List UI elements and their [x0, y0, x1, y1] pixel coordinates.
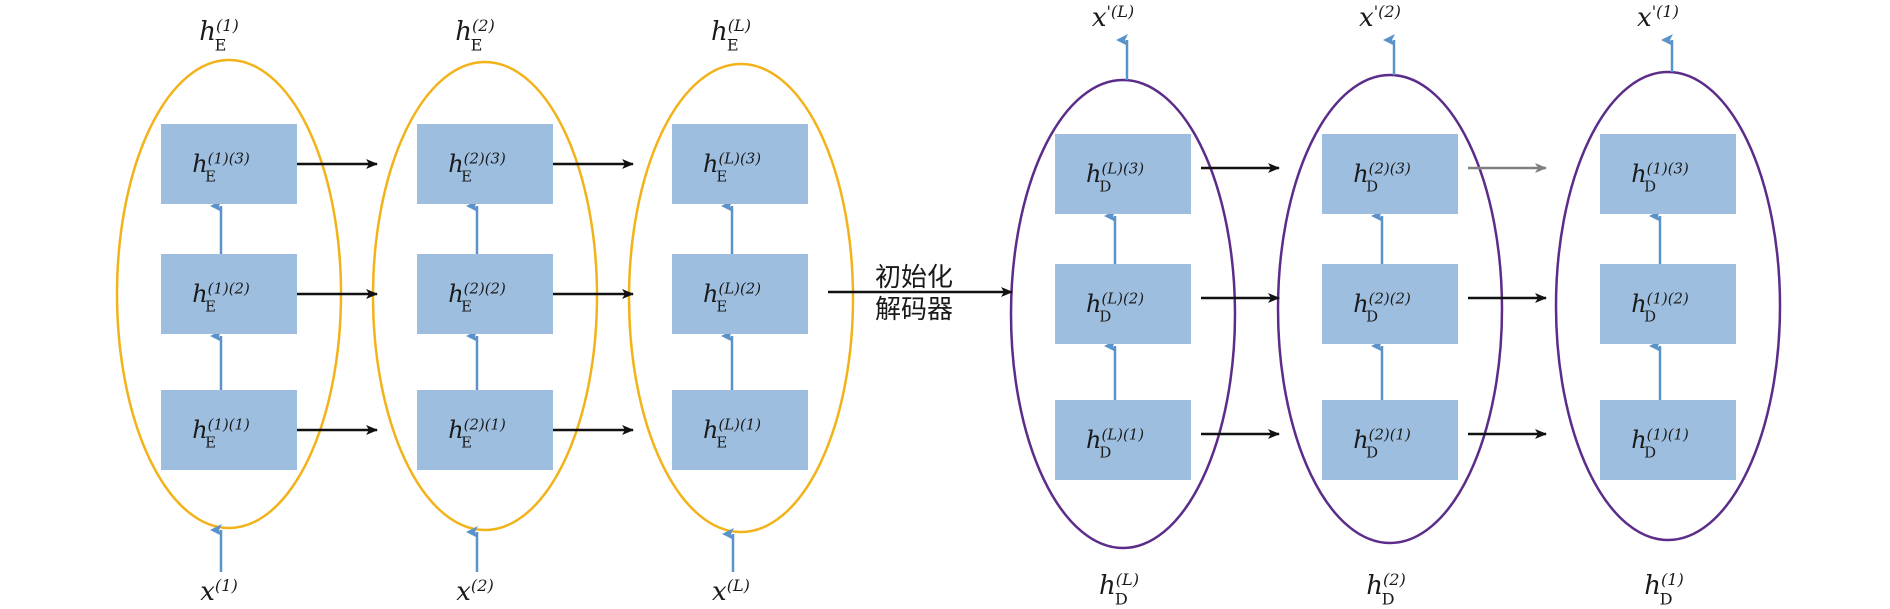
decoder-box-label-2-3: h(2)(3)D	[1353, 160, 1411, 196]
encoder-box-label-2-2: h(2)(2)E	[448, 280, 506, 316]
decoder-ellipse-2	[1276, 73, 1504, 545]
encoder-box-1-3	[161, 124, 297, 204]
decoder-bottom-label-3: h(1)D	[1644, 570, 1684, 609]
encoder-box-3-2	[672, 254, 808, 334]
encoder-box-2-3	[417, 124, 553, 204]
ellipses-layer	[115, 58, 1782, 550]
decoder-box-1-3	[1055, 134, 1191, 214]
decoder-box-label-3-1: h(1)(1)D	[1631, 426, 1689, 462]
decoder-bottom-label-2: h(2)D	[1366, 570, 1406, 609]
decoder-ellipse-1	[1009, 78, 1237, 550]
encoder-box-label-3-1: h(L)(1)E	[703, 416, 761, 452]
encoder-box-label-1-3: h(1)(3)E	[192, 150, 250, 186]
labels-layer: h(1)E x(1) h(2)E x(2) h(L)E x(L) x'(L) h(L)D x'(…	[199, 2, 1684, 609]
decoder-box-3-1	[1600, 400, 1736, 480]
encoder-box-3-3	[672, 124, 808, 204]
arrows-layer	[210, 34, 1674, 572]
bridge-text-line-2: 解码器	[875, 295, 953, 325]
decoder-box-label-2-1: h(2)(1)D	[1353, 426, 1411, 462]
encoder-box-label-1-2: h(1)(2)E	[192, 280, 250, 316]
boxes-layer: h(1)(3)E h(1)(2)E h(1)(1)E h(2)(3)E h(2)(2)E…	[161, 124, 1736, 480]
decoder-box-1-1	[1055, 400, 1191, 480]
encoder-box-label-1-1: h(1)(1)E	[192, 416, 250, 452]
decoder-output-label-2: x'(2)	[1359, 2, 1401, 33]
encoder-input-label-2: x(2)	[456, 576, 494, 607]
decoder-box-2-2	[1322, 264, 1458, 344]
decoder-output-label-1: x'(L)	[1092, 2, 1134, 33]
bridge-text-line-1: 初始化	[875, 263, 953, 293]
encoder-input-label-3: x(L)	[712, 576, 750, 607]
encoder-box-2-1	[417, 390, 553, 470]
decoder-box-label-1-2: h(L)(2)D	[1086, 290, 1144, 326]
encoder-box-label-2-1: h(2)(1)E	[448, 416, 506, 452]
encoder-box-label-3-3: h(L)(3)E	[703, 150, 761, 186]
decoder-box-label-1-1: h(L)(1)D	[1086, 426, 1144, 462]
decoder-box-label-3-2: h(1)(2)D	[1631, 290, 1689, 326]
encoder-top-label-3: h(L)E	[711, 16, 751, 55]
encoder-box-1-2	[161, 254, 297, 334]
decoder-output-label-3: x'(1)	[1637, 2, 1679, 33]
encoder-box-1-1	[161, 390, 297, 470]
encoder-box-2-2	[417, 254, 553, 334]
encoder-box-label-2-3: h(2)(3)E	[448, 150, 506, 186]
decoder-box-3-2	[1600, 264, 1736, 344]
decoder-bottom-label-1: h(L)D	[1099, 570, 1139, 609]
decoder-box-label-2-2: h(2)(2)D	[1353, 290, 1411, 326]
encoder-box-3-1	[672, 390, 808, 470]
encoder-box-label-3-2: h(L)(2)E	[703, 280, 761, 316]
decoder-box-2-3	[1322, 134, 1458, 214]
decoder-box-label-1-3: h(L)(3)D	[1086, 160, 1144, 196]
encoder-top-label-1: h(1)E	[199, 16, 239, 55]
decoder-box-3-3	[1600, 134, 1736, 214]
decoder-box-2-1	[1322, 400, 1458, 480]
decoder-box-1-2	[1055, 264, 1191, 344]
decoder-box-label-3-3: h(1)(3)D	[1631, 160, 1689, 196]
encoder-input-label-1: x(1)	[200, 576, 238, 607]
decoder-ellipse-3	[1554, 70, 1782, 542]
encoder-top-label-2: h(2)E	[455, 16, 495, 55]
